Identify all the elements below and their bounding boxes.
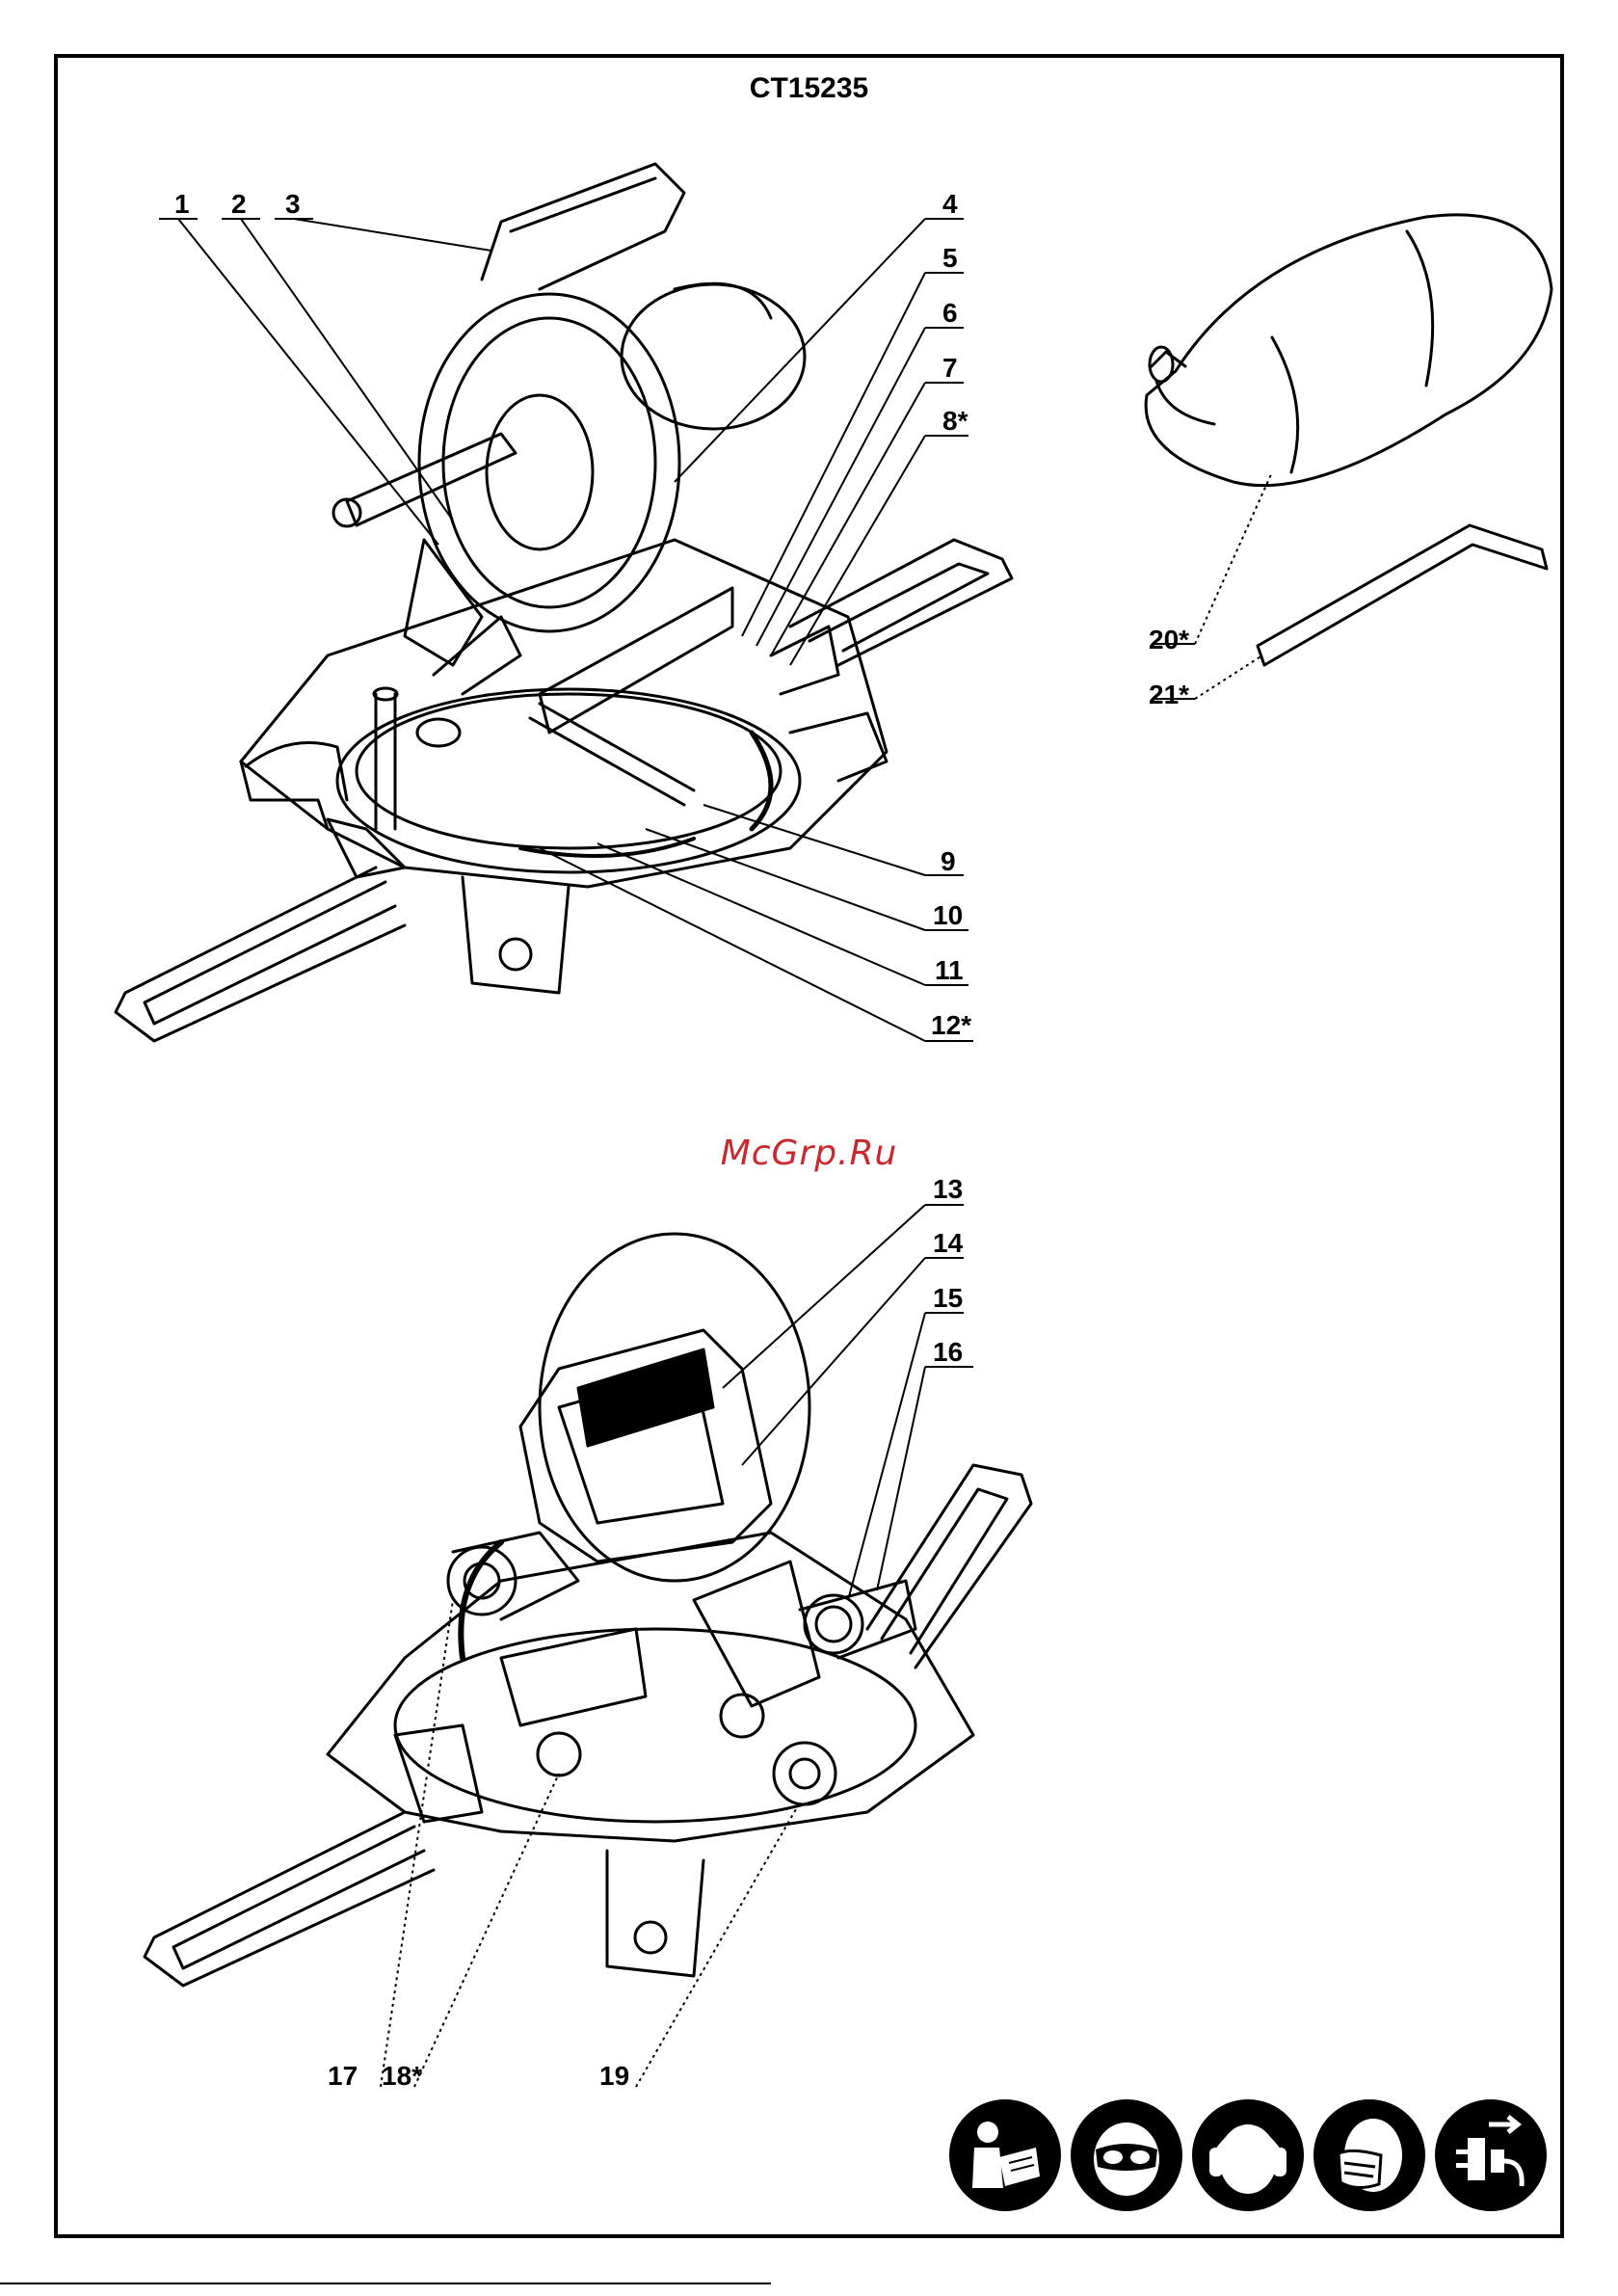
callout-18: 18* bbox=[382, 2063, 422, 2090]
ear-protection-icon bbox=[1192, 2099, 1304, 2211]
saw-rear-view bbox=[145, 1234, 1031, 1986]
dust-bag-and-hex-key bbox=[1146, 215, 1552, 665]
unplug-icon bbox=[1435, 2099, 1547, 2211]
dust-mask-icon bbox=[1313, 2099, 1425, 2211]
callout-14: 14 bbox=[933, 1230, 963, 1257]
safety-pictograms bbox=[949, 2099, 1547, 2215]
callout-4: 4 bbox=[942, 191, 958, 218]
callout-1: 1 bbox=[174, 191, 190, 218]
callout-21: 21* bbox=[1149, 681, 1189, 708]
callout-17: 17 bbox=[328, 2063, 358, 2090]
eye-protection-icon bbox=[1071, 2099, 1182, 2211]
callout-3: 3 bbox=[285, 191, 301, 218]
watermark-text: McGrp.Ru bbox=[0, 1134, 1618, 1173]
saw-front-view bbox=[116, 164, 1012, 1041]
callout-2: 2 bbox=[231, 191, 247, 218]
callout-12: 12* bbox=[931, 1012, 971, 1039]
callout-20: 20* bbox=[1149, 627, 1189, 654]
bottom-rule bbox=[0, 2283, 771, 2284]
callout-10: 10 bbox=[933, 902, 963, 929]
callout-9: 9 bbox=[941, 848, 956, 875]
callout-8: 8* bbox=[942, 408, 968, 435]
callout-7: 7 bbox=[942, 355, 958, 382]
callout-16: 16 bbox=[933, 1339, 963, 1366]
callout-19: 19 bbox=[599, 2063, 629, 2090]
callout-6: 6 bbox=[942, 300, 958, 327]
callout-15: 15 bbox=[933, 1285, 963, 1312]
callout-13: 13 bbox=[933, 1176, 963, 1203]
callout-11: 11 bbox=[935, 957, 964, 984]
callout-5: 5 bbox=[942, 245, 958, 272]
read-manual-icon bbox=[949, 2099, 1061, 2211]
